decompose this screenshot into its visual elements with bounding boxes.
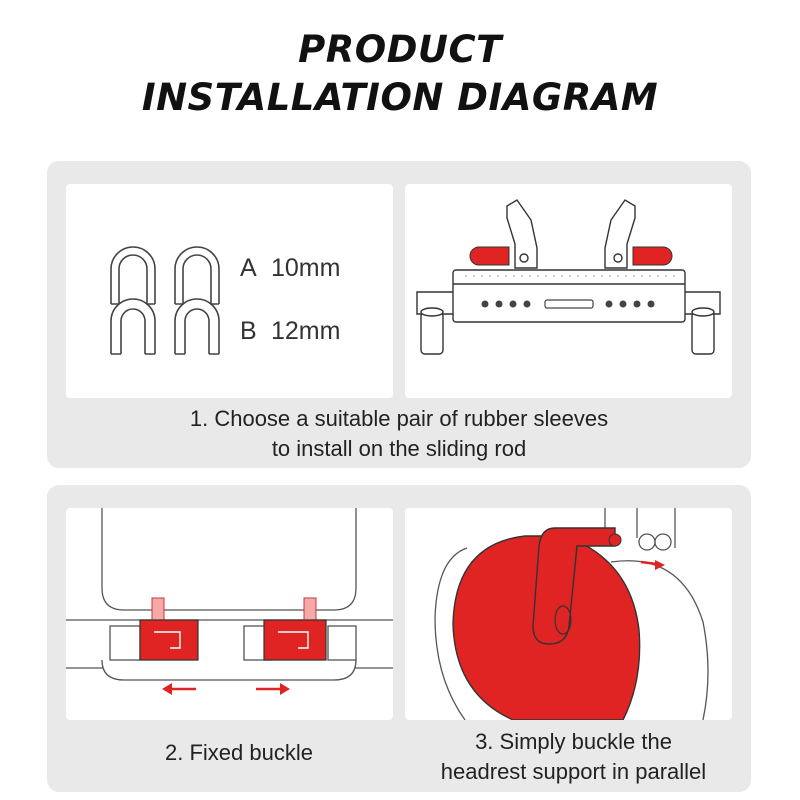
step-3-caption-line-1: 3. Simply buckle the xyxy=(475,729,672,754)
red-buckle-right xyxy=(263,619,327,661)
sleeve-a-size: 10mm xyxy=(271,254,340,282)
rubber-sleeves-panel: A 10mm B 12mm xyxy=(66,184,393,398)
step-1-caption-line-2: to install on the sliding rod xyxy=(271,436,527,461)
step-1-caption-line-1: 1. Choose a suitable pair of rubber slee… xyxy=(189,406,609,431)
sleeve-b-size: 12mm xyxy=(271,317,340,345)
sleeve-b-letter: B xyxy=(240,317,257,345)
step-2-caption: 2. Fixed buckle xyxy=(165,740,313,765)
step-3-caption-line-2: headrest support in parallel xyxy=(440,759,707,784)
fixed-buckle-illustration xyxy=(66,508,393,695)
fixed-buckle-panel xyxy=(66,508,393,720)
sleeve-a-letter: A xyxy=(240,254,257,282)
title-line-2: INSTALLATION DIAGRAM xyxy=(141,76,659,119)
step-3-caption: 3. Simply buckle the headrest support in… xyxy=(396,727,751,787)
sliding-rod-panel xyxy=(405,184,732,398)
step-2-3-card: 2. Fixed buckle 3. Simply buckle the hea… xyxy=(47,485,751,792)
title-line-1: PRODUCT xyxy=(298,28,502,71)
rubber-sleeves-illustration: A 10mm B 12mm xyxy=(110,246,340,355)
red-sleeve-right xyxy=(632,246,673,266)
sleeve-a-pair xyxy=(110,246,220,305)
red-sleeve-left xyxy=(469,246,510,266)
step-1-caption: 1. Choose a suitable pair of rubber slee… xyxy=(47,404,751,464)
headrest-support-panel xyxy=(405,508,732,720)
sliding-rod-illustration xyxy=(416,199,721,355)
step-1-card: A 10mm B 12mm xyxy=(47,161,751,468)
sleeve-b-pair xyxy=(110,298,220,355)
slide-arrows xyxy=(162,683,290,695)
headrest-support-illustration xyxy=(434,508,709,720)
red-buckle-left xyxy=(139,619,199,661)
